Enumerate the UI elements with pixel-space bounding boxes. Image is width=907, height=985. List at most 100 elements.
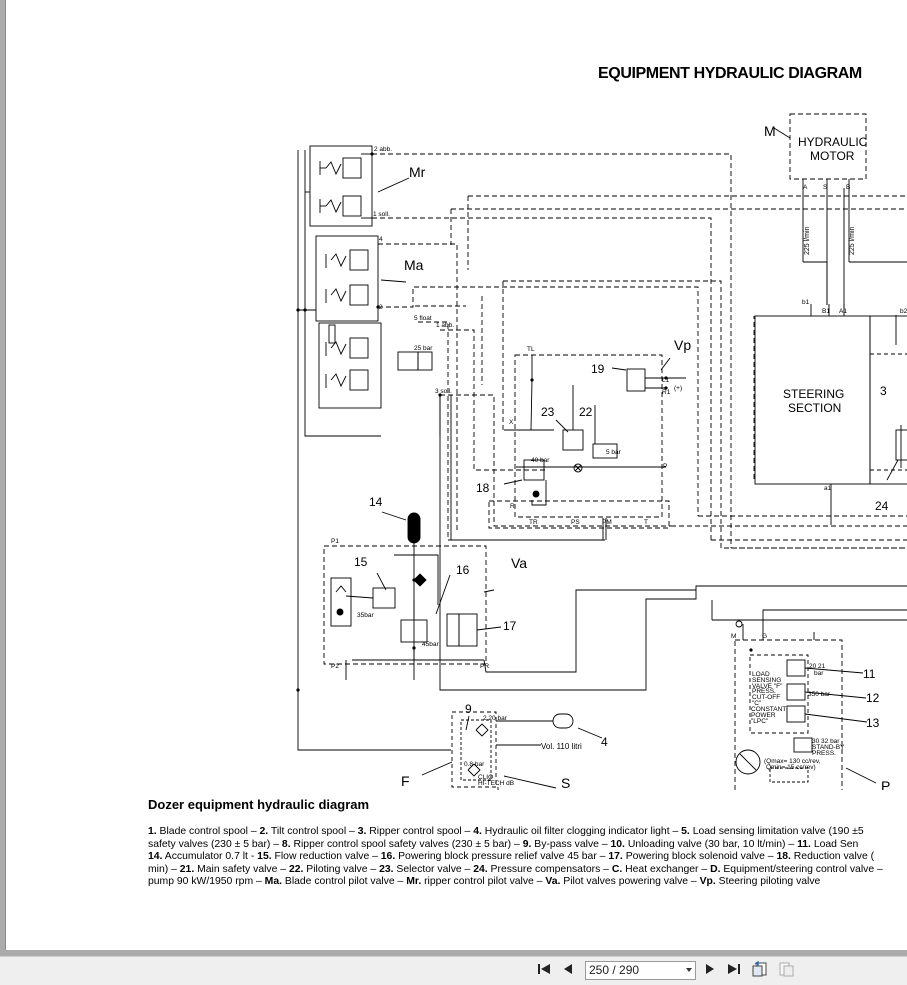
label-12: 12 — [866, 691, 880, 705]
label-13: 13 — [866, 716, 880, 730]
go-back-view-button[interactable] — [750, 960, 770, 981]
accumulator — [407, 512, 421, 544]
port-R1: R1 — [662, 389, 671, 396]
port-R: R — [510, 503, 515, 510]
previous-page-button[interactable] — [558, 961, 578, 981]
const-power-l2: POWER — [751, 712, 776, 719]
page-number-select[interactable]: 250 / 290 — [585, 961, 696, 980]
port-5float: 5 float — [414, 315, 432, 322]
legend-item-number: 3. — [357, 826, 367, 837]
legend-line: 14. Accumulator 0.7 lt - 15. Flow reduct… — [148, 851, 907, 864]
port-3soll: 3 soll. — [435, 388, 452, 395]
legend-item-number: D. — [710, 863, 721, 875]
legend-item-text: Powering block solenoid valve – — [622, 851, 777, 862]
legend-item-number: 23. — [379, 863, 394, 875]
port-PR: PR — [480, 663, 489, 670]
last-page-button[interactable] — [724, 961, 744, 981]
legend-item-number: 10. — [610, 838, 625, 850]
va-powering-valve-box — [323, 545, 487, 665]
port-2: 2 — [379, 304, 383, 311]
legend-item-number: 24. — [473, 863, 488, 875]
previous-page-icon — [563, 962, 573, 980]
pressure-5bar: 5 bar — [606, 449, 622, 456]
legend-item-number: Vp. — [699, 876, 716, 887]
legend-item-text: ripper control pilot valve – — [421, 876, 546, 887]
legend-item-text: Reduction valve ( — [790, 851, 875, 862]
legend-line: 1. Blade control spool – 2. Tilt control… — [148, 826, 907, 839]
port-b1: b1 — [802, 299, 810, 306]
pressure-35bar: 35bar — [357, 612, 374, 619]
legend-item-text: Selector valve – — [393, 863, 474, 875]
legend-item-number: C. — [611, 863, 623, 875]
legend-item-number: 15. — [257, 851, 272, 862]
next-page-button[interactable] — [700, 961, 720, 981]
legend-text: 1. Blade control spool – 2. Tilt control… — [148, 826, 907, 889]
tank-volume: Vol. 110 litri — [541, 742, 582, 751]
steering-label-line2: SECTION — [788, 401, 841, 415]
label-Vp: Vp — [674, 337, 691, 353]
port-PS: PS — [571, 519, 580, 526]
qmax-l1: (Qmax= 130 cc/rev, — [764, 758, 821, 765]
port-P: P — [663, 463, 667, 470]
legend-item-number: Va. — [545, 876, 561, 887]
legend-item-text: Ripper control spool – — [366, 826, 474, 837]
port-L1: L1 — [662, 377, 670, 384]
mr-pilot-valve-box — [309, 145, 373, 227]
qmax-l2: Qmin= 15 cc/rev) — [766, 764, 816, 771]
port-TL: TL — [527, 346, 535, 353]
load-sensing-l1: LOAD — [752, 671, 770, 678]
legend-item-text: Accumulator 0.7 lt - — [162, 851, 258, 862]
pump-box — [734, 639, 843, 790]
label-9: 9 — [465, 702, 472, 716]
port-B1: B1 — [822, 308, 830, 315]
label-22: 22 — [579, 405, 593, 419]
go-forward-view-button[interactable] — [776, 961, 796, 981]
filter-assembly-box — [451, 711, 497, 788]
pressure-45bar: 45bar — [422, 641, 439, 648]
port-b2: b2 — [900, 308, 907, 315]
first-page-button[interactable] — [534, 961, 554, 981]
legend-item-text: min) – — [148, 863, 180, 875]
legend-item-text: Heat exchanger – — [622, 863, 711, 875]
first-page-icon — [537, 962, 551, 980]
legend-item-number: Ma. — [264, 876, 282, 887]
go-forward-view-icon — [777, 961, 795, 982]
label-14: 14 — [369, 495, 383, 509]
legend-item-text: Load Sen — [810, 838, 859, 850]
legend-item-text: Piloting valve – — [303, 863, 380, 875]
standby-l2: STAND-BY — [812, 744, 845, 751]
port-A: A — [803, 184, 808, 191]
port-G: G — [762, 633, 767, 640]
legend-item-text: Flow reduction valve – — [271, 851, 381, 862]
label-F: F — [401, 773, 410, 789]
clio-l2: HI-TECH dB — [478, 780, 514, 787]
legend-item-text: Unloading valve (30 bar, 10 lt/min) – — [624, 838, 798, 850]
pressure-40bar: 40 bar — [531, 457, 550, 464]
legend-item-number: 8. — [281, 838, 291, 850]
port-PM: PM — [602, 519, 612, 526]
pdf-viewer-toolbar: 250 / 290 — [0, 956, 907, 985]
motor-label-line1: HYDRAULIC — [798, 135, 868, 149]
legend-item-text: safety valves (230 ± 5 bar) – — [148, 838, 282, 850]
port-2abb: 2 abb. — [374, 146, 392, 153]
label-15: 15 — [354, 555, 368, 569]
pressure-350bar: 350 bar — [808, 691, 831, 698]
label-19: 19 — [591, 362, 605, 376]
legend-item-text: Load sensing limitation valve (190 ±5 — [689, 826, 864, 837]
port-B: B — [846, 184, 850, 191]
legend-item-number: 22. — [288, 863, 304, 875]
const-power-l3: "LPC" — [751, 718, 769, 725]
motor-label-line2: MOTOR — [810, 149, 855, 163]
pressure-20-21-unit: bar — [814, 670, 824, 677]
last-page-icon — [727, 962, 741, 980]
hydraulic-motor-box — [789, 113, 867, 180]
flow-225-right: 225 l/min — [849, 226, 856, 255]
port-1abb: 1 abb. — [436, 322, 454, 329]
legend-item-text: pump 90 kW/1950 rpm – — [148, 876, 265, 887]
legend-item-text: By-pass valve – — [531, 838, 611, 850]
cutoff-l1: PRESS. — [752, 688, 776, 695]
label-P: P — [881, 778, 890, 790]
clio-l1: CLIO — [478, 774, 493, 781]
steering-label-line1: STEERING — [783, 387, 844, 401]
legend-item-number: 11. — [797, 838, 811, 850]
